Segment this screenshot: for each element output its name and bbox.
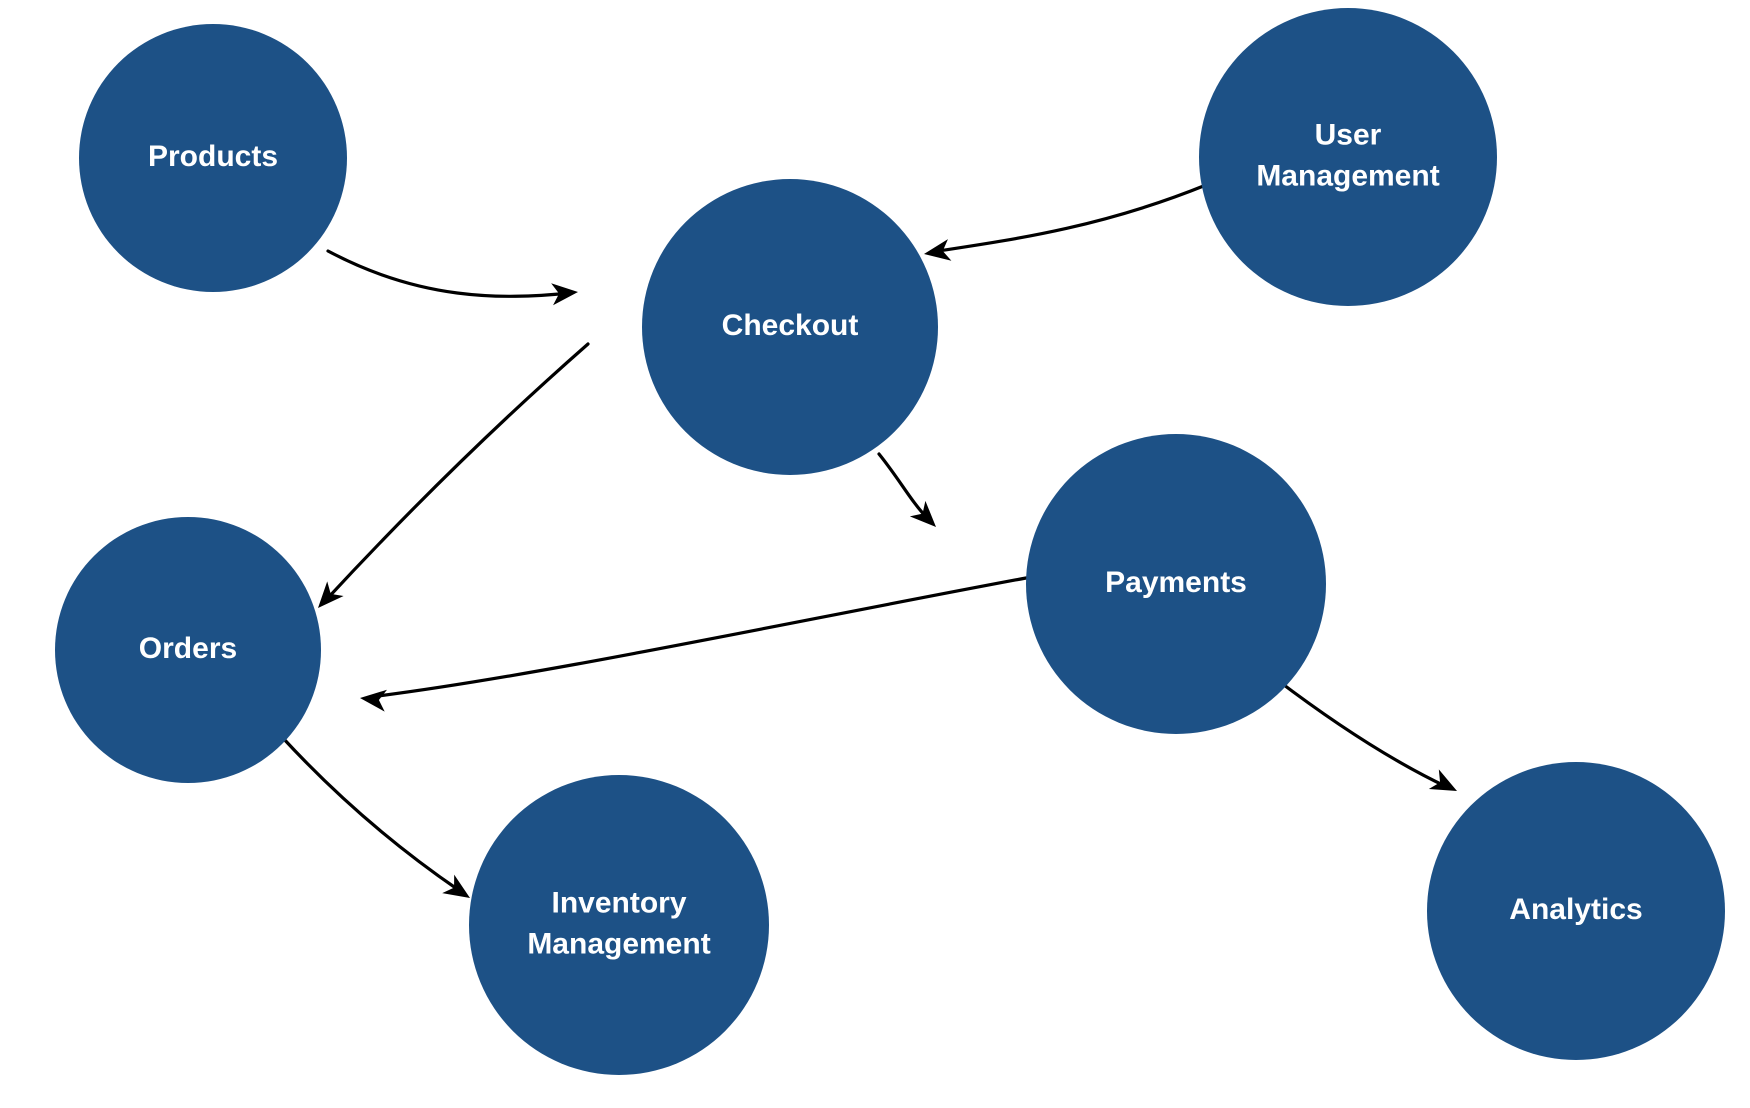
- edge-line: [280, 735, 462, 893]
- node-circle[interactable]: [1199, 8, 1497, 306]
- edge-checkout-to-payments: [877, 452, 936, 527]
- arrowhead-icon: [360, 689, 388, 712]
- arrowhead-icon: [442, 874, 470, 898]
- arrowhead-icon: [1428, 769, 1457, 791]
- edges-layer: [280, 183, 1457, 898]
- node-payments[interactable]: Payments: [1026, 434, 1326, 734]
- edge-line: [877, 452, 930, 521]
- edge-line: [324, 342, 590, 602]
- node-circle[interactable]: [79, 24, 347, 292]
- node-circle[interactable]: [1026, 434, 1326, 734]
- node-products[interactable]: Products: [79, 24, 347, 292]
- edge-line: [930, 183, 1208, 254]
- arrowhead-icon: [909, 500, 936, 527]
- node-circle[interactable]: [642, 179, 938, 475]
- node-analytics[interactable]: Analytics: [1427, 762, 1725, 1060]
- edge-payments-to-orders: [360, 576, 1028, 712]
- arrowhead-icon: [924, 239, 952, 261]
- edge-payments-to-analytics: [1274, 677, 1457, 791]
- node-circle[interactable]: [469, 775, 769, 1075]
- node-checkout[interactable]: Checkout: [642, 179, 938, 475]
- arrowhead-icon: [551, 283, 578, 306]
- edge-line: [326, 249, 572, 298]
- node-circle[interactable]: [55, 517, 321, 783]
- edge-orders-to-inventory-management: [280, 735, 470, 898]
- edge-line: [368, 576, 1028, 699]
- arrowhead-icon: [318, 581, 344, 608]
- node-circle[interactable]: [1427, 762, 1725, 1060]
- node-orders[interactable]: Orders: [55, 517, 321, 783]
- edge-checkout-to-orders: [318, 342, 590, 608]
- edge-user-management-to-checkout: [924, 183, 1208, 261]
- edge-products-to-checkout: [326, 249, 578, 306]
- edge-line: [1274, 677, 1449, 789]
